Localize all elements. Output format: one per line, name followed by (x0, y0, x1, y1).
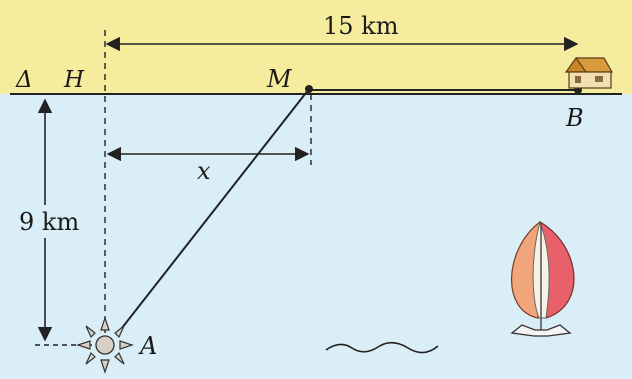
wave-icon (325, 341, 439, 354)
label-a: A (140, 332, 158, 360)
sailboat-icon (510, 220, 575, 337)
lighthouse-icon (76, 316, 134, 374)
land-region (0, 0, 632, 94)
point-m (305, 85, 313, 93)
label-delta: Δ (16, 67, 33, 93)
path-a-to-m (117, 88, 310, 334)
label-m: M (267, 65, 292, 93)
label-distance-9km: 9 km (17, 208, 82, 236)
label-b: B (566, 104, 584, 132)
house-icon (564, 56, 614, 89)
label-distance-15km: 15 km (323, 12, 399, 40)
label-h: H (64, 67, 85, 93)
label-x: x (197, 157, 211, 185)
